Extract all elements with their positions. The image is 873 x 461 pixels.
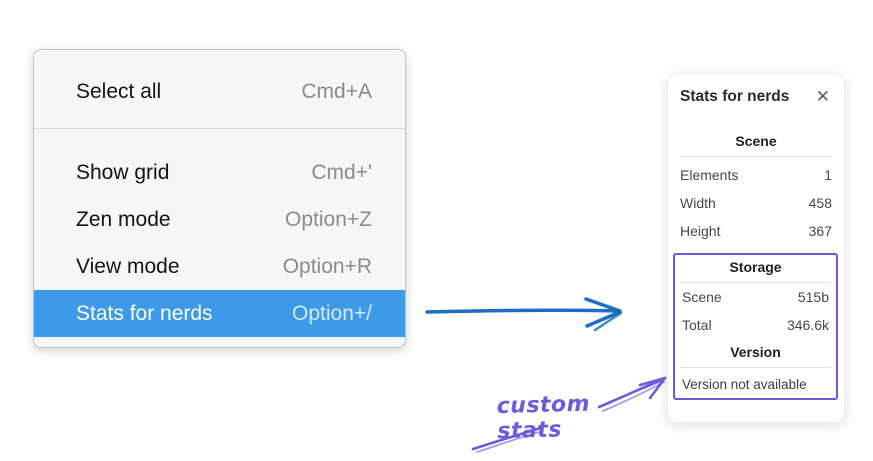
scene-rows: Elements 1 Width 458 Height 367 (680, 161, 832, 245)
menu-item-view-mode[interactable]: View mode Option+R (34, 243, 405, 290)
context-menu: Select all Cmd+A Show grid Cmd+' Zen mod… (33, 49, 406, 348)
scene-section-heading: Scene (735, 133, 777, 149)
menu-item-shortcut: Option+/ (292, 301, 372, 325)
version-section-heading: Version (730, 344, 781, 360)
stat-row-storage-scene: Scene 515b (682, 283, 829, 311)
stat-label: Elements (680, 167, 739, 183)
stat-row-width: Width 458 (680, 189, 832, 217)
menu-item-shortcut: Cmd+' (311, 160, 372, 184)
stat-value: 346.6k (786, 317, 829, 333)
menu-item-show-grid[interactable]: Show grid Cmd+' (34, 149, 405, 196)
custom-stats-annotation: custom stats (496, 391, 591, 445)
stat-label: Total (682, 317, 712, 333)
menu-item-label: Show grid (76, 160, 170, 184)
stats-panel: Stats for nerds ✕ Scene Elements 1 Width… (667, 73, 845, 423)
stat-value: 515b (797, 289, 829, 305)
stat-label: Width (680, 195, 716, 211)
stat-value: 458 (808, 195, 832, 211)
menu-item-shortcut: Option+Z (285, 207, 372, 231)
menu-separator (34, 128, 405, 129)
version-note: Version not available (682, 377, 807, 392)
divider (680, 156, 832, 157)
menu-item-stats-for-nerds[interactable]: Stats for nerds Option+/ (34, 290, 405, 337)
menu-item-shortcut: Cmd+A (301, 80, 372, 103)
menu-item-select-all[interactable]: Select all Cmd+A (34, 68, 405, 116)
menu-item-shortcut: Option+R (282, 254, 372, 278)
stat-label: Height (680, 223, 721, 239)
stat-row-elements: Elements 1 (680, 161, 832, 189)
custom-stats-highlight-box: Storage Scene 515b Total 346.6k Version … (673, 253, 838, 400)
close-icon[interactable]: ✕ (815, 87, 830, 106)
menu-item-zen-mode[interactable]: Zen mode Option+Z (34, 196, 405, 243)
stats-panel-title: Stats for nerds (680, 87, 790, 105)
stat-value: 1 (824, 167, 832, 183)
stat-row-storage-total: Total 346.6k (682, 311, 829, 339)
menu-item-label: Zen mode (76, 207, 171, 231)
stat-label: Scene (682, 289, 722, 305)
menu-item-label: Stats for nerds (76, 301, 213, 325)
divider (680, 282, 831, 283)
stat-value: 367 (808, 223, 832, 239)
menu-item-label: View mode (76, 254, 180, 278)
stat-row-height: Height 367 (680, 217, 832, 245)
blue-arrow (425, 297, 623, 332)
divider (680, 367, 831, 368)
stats-panel-header: Stats for nerds ✕ (680, 86, 832, 107)
menu-item-label: Select all (76, 80, 162, 103)
storage-section-heading: Storage (729, 259, 782, 275)
